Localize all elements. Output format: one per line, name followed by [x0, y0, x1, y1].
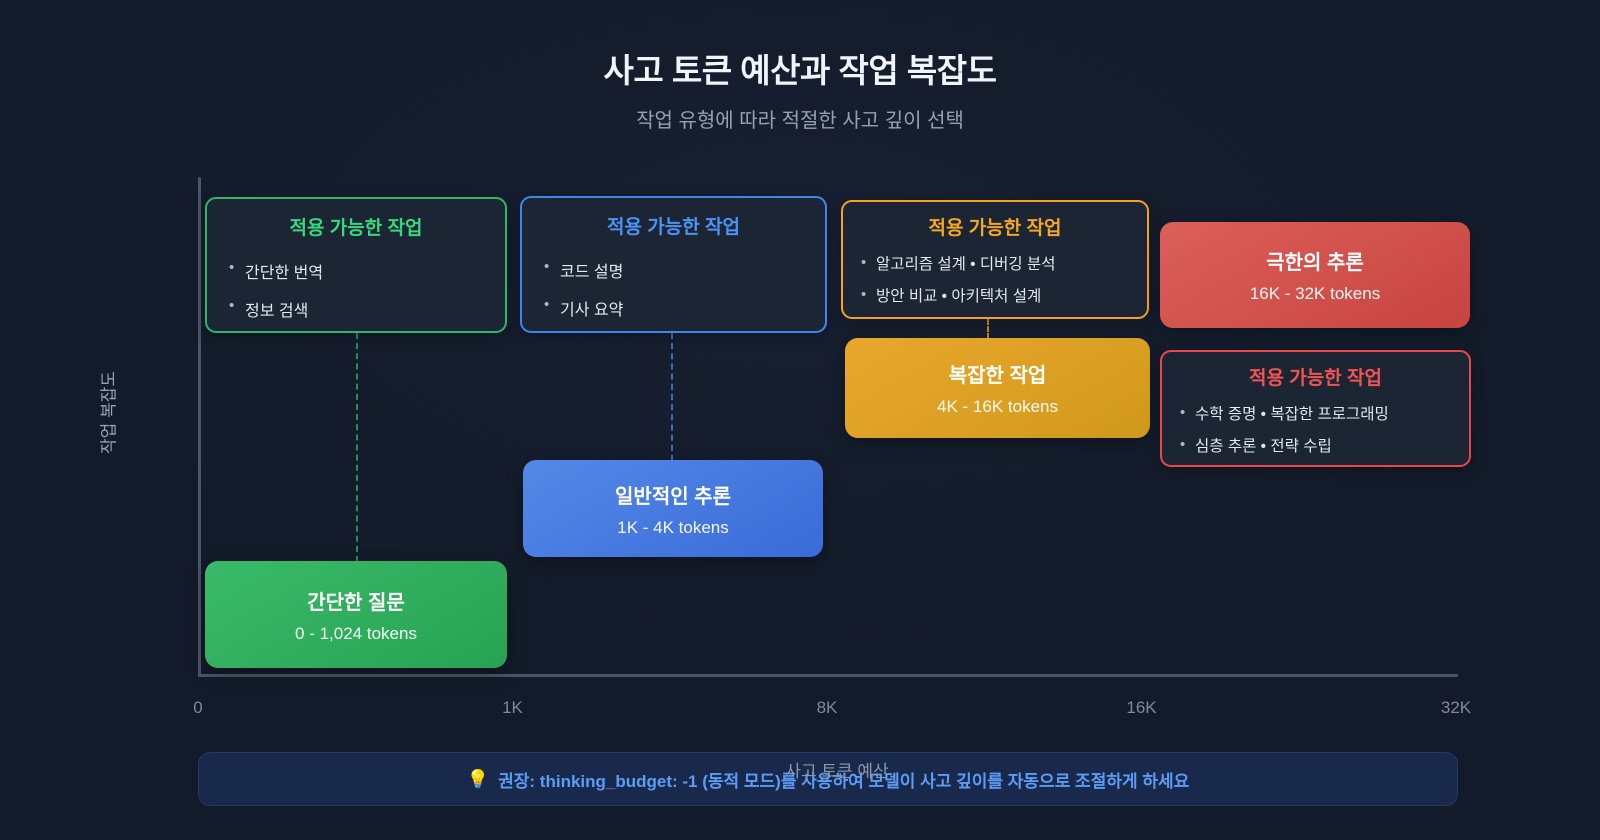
recommendation-text: 권장: thinking_budget: -1 (동적 모드)를 사용하여 모델…: [498, 771, 1190, 791]
connector-simple: [356, 333, 358, 562]
tasks-box-simple: 적용 가능한 작업 간단한 번역 정보 검색: [205, 197, 507, 333]
x-tick-16k: 16K: [1126, 698, 1157, 717]
x-tick-32k: 32K: [1440, 698, 1472, 717]
tasks-title-complex: 적용 가능한 작업: [928, 218, 1062, 239]
task-item: 간단한 번역: [229, 252, 483, 290]
tasks-title-extreme: 적용 가능한 작업: [1249, 368, 1382, 389]
tasks-box-general: 적용 가능한 작업 코드 설명 기사 요약: [520, 196, 827, 333]
level-box-complex: 복잡한 작업 4K - 16K tokens: [845, 338, 1150, 438]
connector-complex: [987, 319, 989, 339]
tasks-title-simple: 적용 가능한 작업: [289, 218, 423, 239]
y-axis-line: [198, 177, 201, 677]
page-subtitle: 작업 유형에 따라 적절한 사고 깊이 선택: [636, 110, 964, 132]
x-axis-line: [198, 674, 1458, 677]
lightbulb-icon: 💡: [466, 768, 490, 789]
level-title-general: 일반적인 추론: [615, 485, 731, 508]
level-range-complex: 4K - 16K tokens: [937, 397, 1058, 416]
task-item: 정보 검색: [229, 290, 483, 328]
level-title-extreme: 극한의 추론: [1266, 252, 1364, 274]
x-tick-1k: 1K: [502, 698, 523, 717]
level-range-simple: 0 - 1,024 tokens: [295, 623, 417, 643]
level-box-simple: 간단한 질문 0 - 1,024 tokens: [205, 561, 507, 668]
task-item: 수학 증명 • 복잡한 프로그래밍: [1180, 397, 1451, 429]
task-item: 심층 추론 • 전략 수립: [1180, 429, 1451, 461]
tasks-box-complex: 적용 가능한 작업 알고리즘 설계 • 디버깅 분석 방안 비교 • 아키텍처 …: [841, 200, 1149, 319]
level-title-complex: 복잡한 작업: [948, 365, 1047, 387]
level-range-extreme: 16K - 32K tokens: [1249, 284, 1381, 303]
task-item: 기사 요약: [544, 289, 803, 327]
tasks-box-extreme: 적용 가능한 작업 수학 증명 • 복잡한 프로그래밍 심층 추론 • 전략 수…: [1160, 350, 1471, 467]
y-axis-label: 작업 복잡도: [99, 371, 119, 454]
level-box-extreme: 극한의 추론 16K - 32K tokens: [1160, 222, 1470, 328]
level-title-simple: 간단한 질문: [307, 591, 405, 614]
task-item: 코드 설명: [544, 251, 803, 289]
task-item: 알고리즘 설계 • 디버깅 분석: [861, 247, 1129, 279]
x-axis-label: 사고 토큰 예산: [785, 762, 889, 781]
x-tick-0: 0: [193, 698, 203, 717]
x-tick-8k: 8K: [816, 698, 838, 717]
task-item: 방안 비교 • 아키텍처 설계: [861, 279, 1129, 311]
recommendation-note: 💡 권장: thinking_budget: -1 (동적 모드)를 사용하여 …: [198, 752, 1458, 806]
level-range-general: 1K - 4K tokens: [617, 517, 729, 537]
page-title: 사고 토큰 예산과 작업 복잡도: [603, 52, 998, 89]
x-axis-ticks: 0 1K 8K 16K 32K: [193, 698, 1471, 722]
tasks-title-general: 적용 가능한 작업: [607, 217, 740, 238]
connector-general: [671, 333, 673, 461]
level-box-general: 일반적인 추론 1K - 4K tokens: [523, 460, 823, 557]
